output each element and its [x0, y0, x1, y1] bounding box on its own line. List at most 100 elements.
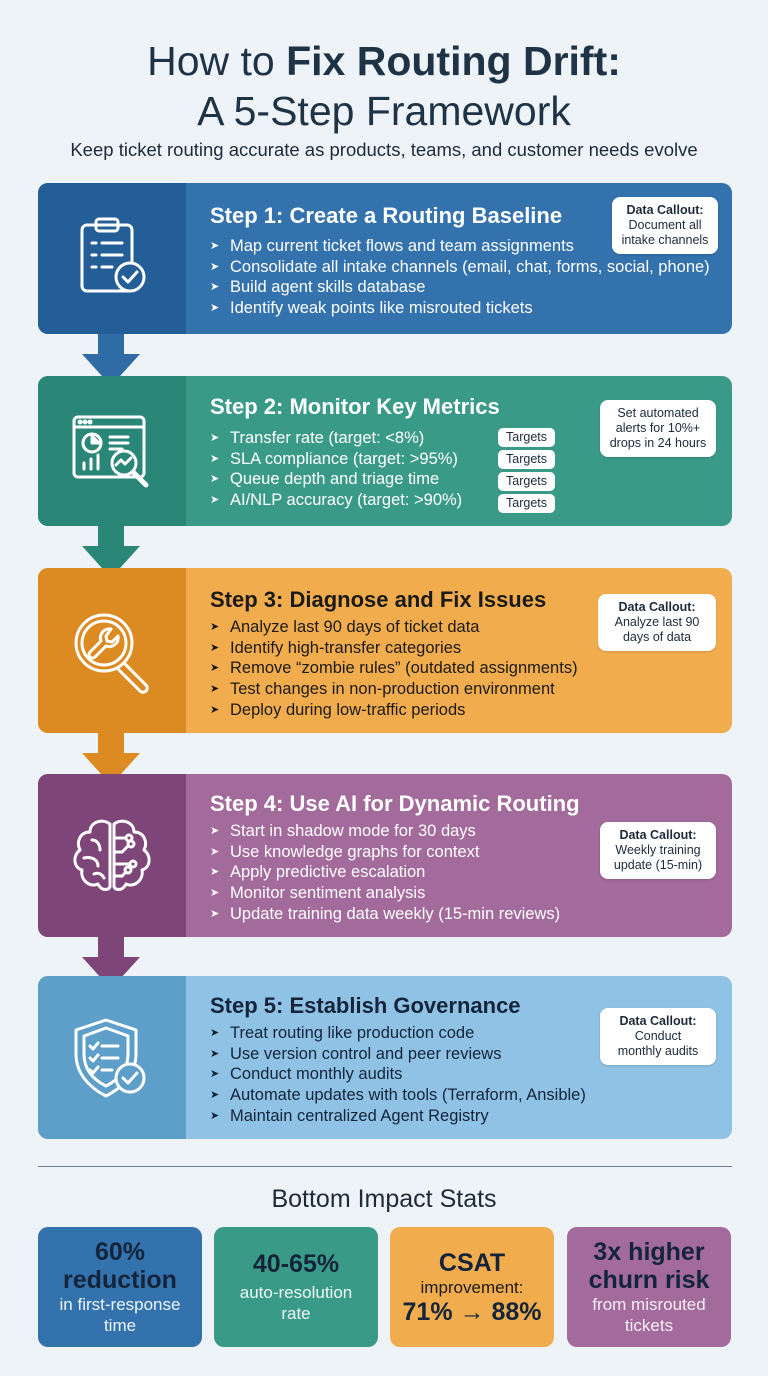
chevron-right-icon: ➤ [210, 494, 220, 507]
targets-badge: Targets [498, 494, 555, 513]
list-item: ➤Automate updates with tools (Terraform,… [210, 1086, 586, 1105]
step-1-icon-panel [38, 183, 186, 334]
chevron-right-icon: ➤ [210, 240, 220, 252]
targets-badge: Targets [498, 450, 555, 469]
list-item: ➤Transfer rate (target: <8%) [210, 429, 425, 447]
targets-badge: Targets [498, 472, 555, 491]
title-line-2: A 5-Step Framework [197, 88, 571, 134]
arrow-down-icon [82, 334, 140, 386]
step-2-list: ➤Transfer rate (target: <8%) ➤SLA compli… [210, 428, 462, 511]
list-item: ➤Start in shadow mode for 30 days [210, 822, 476, 840]
brain-circuit-icon [73, 819, 151, 891]
list-item: ➤Use version control and peer reviews [210, 1044, 502, 1063]
clipboard-check-icon [80, 217, 146, 292]
step-1-callout: Data Callout: Document all intake channe… [612, 197, 718, 254]
list-item: ➤Test changes in non-production environm… [210, 680, 555, 699]
chevron-right-icon: ➤ [210, 281, 220, 294]
chevron-right-icon: ➤ [210, 641, 220, 654]
step-5-title: Step 5: Establish Governance [210, 993, 521, 1018]
targets-badge: Targets [498, 428, 555, 447]
section-divider [38, 1166, 732, 1167]
chevron-right-icon: ➤ [210, 260, 220, 273]
step-5-card: Step 5: Establish Governance ➤Treat rout… [38, 976, 732, 1139]
page-title: How to Fix Routing Drift: A 5-Step Frame… [0, 36, 768, 136]
step-2-content: Step 2: Monitor Key Metrics ➤Transfer ra… [186, 376, 732, 526]
step-2-title: Step 2: Monitor Key Metrics [210, 394, 500, 419]
stat-card-auto-resolution: 40-65% auto-resolution rate [214, 1227, 378, 1347]
step-2-callout: Set automated alerts for 10%+ drops in 2… [600, 400, 716, 457]
chevron-right-icon: ➤ [210, 1027, 220, 1039]
chevron-right-icon: ➤ [210, 866, 220, 879]
title-bold: Fix Routing Drift: [286, 38, 621, 84]
dashboard-magnifier-icon [72, 415, 149, 488]
step-5-callout: Data Callout: Conduct monthly audits [600, 1008, 716, 1065]
step-3-icon-panel [38, 568, 186, 733]
chevron-right-icon: ➤ [210, 825, 220, 837]
chevron-right-icon: ➤ [210, 683, 220, 696]
page-subtitle: Keep ticket routing accurate as products… [70, 139, 698, 160]
step-4-title: Step 4: Use AI for Dynamic Routing [210, 791, 580, 816]
step-3-callout: Data Callout: Analyze last 90 days of da… [598, 594, 716, 651]
chevron-right-icon: ➤ [210, 703, 220, 716]
shield-check-icon [74, 1018, 146, 1097]
chevron-right-icon: ➤ [210, 845, 220, 858]
list-item: ➤SLA compliance (target: >95%) [210, 449, 458, 468]
list-item: ➤Remove “zombie rules” (outdated assignm… [210, 659, 578, 678]
step-2-icon-panel [38, 376, 186, 526]
title-lead: How to [147, 38, 287, 84]
list-item: ➤Maintain centralized Agent Registry [210, 1106, 489, 1125]
list-item: ➤Consolidate all intake channels (email,… [210, 257, 710, 276]
step-1-content: Step 1: Create a Routing Baseline ➤Map c… [186, 183, 732, 334]
arrow-down-icon [82, 526, 140, 578]
wrench-magnifier-icon [74, 613, 149, 694]
step-3-card: Step 3: Diagnose and Fix Issues ➤Analyze… [38, 568, 732, 733]
step-1-title: Step 1: Create a Routing Baseline [210, 203, 563, 228]
list-item: ➤Identify high-transfer categories [210, 638, 462, 657]
step-4-icon-panel [38, 774, 186, 937]
step-5-content: Step 5: Establish Governance ➤Treat rout… [186, 976, 732, 1139]
step-4-callout: Data Callout: Weekly training update (15… [600, 822, 716, 879]
list-item: ➤Update training data weekly (15-min rev… [210, 904, 561, 923]
step-3-title: Step 3: Diagnose and Fix Issues [210, 587, 547, 612]
chevron-right-icon: ➤ [210, 1109, 220, 1122]
step-1-card: Step 1: Create a Routing Baseline ➤Map c… [38, 183, 732, 334]
step-2-card: Step 2: Monitor Key Metrics ➤Transfer ra… [38, 376, 732, 526]
stat-card-churn-risk: 3x higher churn risk from misrouted tick… [567, 1227, 731, 1347]
list-item: ➤Map current ticket flows and team assig… [210, 237, 574, 255]
chevron-right-icon: ➤ [210, 621, 220, 633]
step-5-icon-panel [38, 976, 186, 1139]
list-item: ➤Deploy during low-traffic periods [210, 700, 466, 719]
chevron-right-icon: ➤ [210, 473, 220, 486]
list-item: ➤Conduct monthly audits [210, 1065, 403, 1084]
arrow-down-icon [82, 733, 140, 785]
list-item: ➤Analyze last 90 days of ticket data [210, 618, 480, 636]
stats-title: Bottom Impact Stats [271, 1185, 497, 1213]
list-item: ➤Queue depth and triage time [210, 470, 440, 489]
step-3-content: Step 3: Diagnose and Fix Issues ➤Analyze… [186, 568, 732, 733]
list-item: ➤Build agent skills database [210, 278, 426, 297]
chevron-right-icon: ➤ [210, 662, 220, 675]
list-item: ➤Identify weak points like misrouted tic… [210, 299, 533, 318]
step-3-list: ➤Analyze last 90 days of ticket data ➤Id… [210, 617, 578, 721]
list-item: ➤Apply predictive escalation [210, 863, 426, 882]
step-4-list: ➤Start in shadow mode for 30 days ➤Use k… [210, 821, 560, 925]
chevron-right-icon: ➤ [210, 887, 220, 900]
step-4-card: Step 4: Use AI for Dynamic Routing ➤Star… [38, 774, 732, 937]
stat-card-csat: CSAT improvement: 71% → 88% [390, 1227, 554, 1347]
step-4-content: Step 4: Use AI for Dynamic Routing ➤Star… [186, 774, 732, 937]
list-item: ➤Use knowledge graphs for context [210, 842, 480, 861]
chevron-right-icon: ➤ [210, 1089, 220, 1102]
step-5-list: ➤Treat routing like production code ➤Use… [210, 1023, 586, 1127]
list-item: ➤AI/NLP accuracy (target: >90%) [210, 491, 463, 510]
step-1-list: ➤Map current ticket flows and team assig… [210, 236, 710, 319]
chevron-right-icon: ➤ [210, 1047, 220, 1060]
chevron-right-icon: ➤ [210, 452, 220, 465]
chevron-right-icon: ➤ [210, 432, 220, 444]
chevron-right-icon: ➤ [210, 1068, 220, 1081]
chevron-right-icon: ➤ [210, 907, 220, 920]
chevron-right-icon: ➤ [210, 302, 220, 315]
stat-card-first-response: 60% reduction in first-response time [38, 1227, 202, 1347]
list-item: ➤Treat routing like production code [210, 1024, 475, 1042]
arrow-down-icon [82, 937, 140, 989]
list-item: ➤Monitor sentiment analysis [210, 884, 426, 903]
